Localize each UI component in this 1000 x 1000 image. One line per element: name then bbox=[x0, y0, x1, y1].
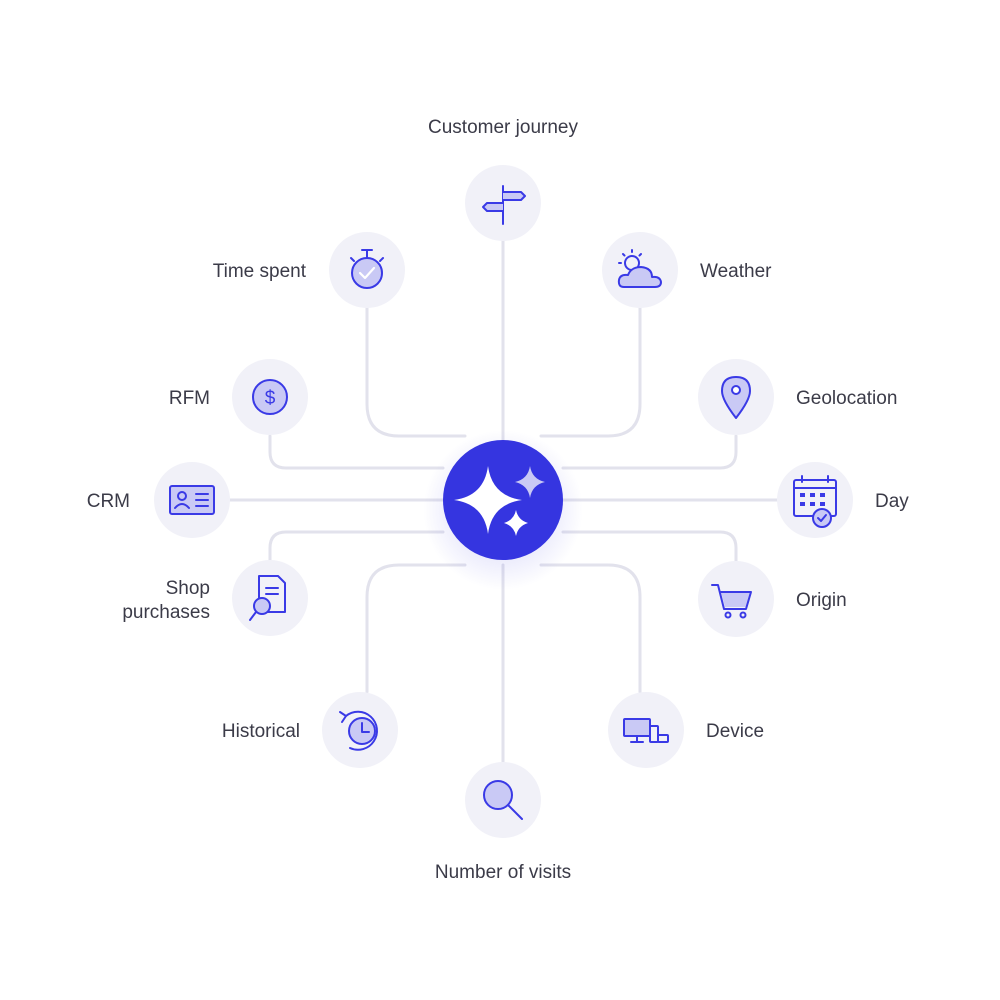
label-rfm: RFM bbox=[169, 388, 210, 409]
label-day: Day bbox=[875, 491, 909, 512]
hub bbox=[423, 430, 583, 590]
node-day: Day bbox=[777, 462, 909, 538]
node-origin: Origin bbox=[698, 561, 847, 637]
label-time-spent: Time spent bbox=[213, 261, 307, 282]
node-weather: Weather bbox=[602, 232, 772, 308]
label-shop-purchases-line2: purchases bbox=[122, 602, 210, 623]
connector-origin bbox=[561, 530, 738, 564]
node-shop-purchases: Shop purchases bbox=[122, 560, 308, 636]
circle-day bbox=[777, 462, 853, 538]
label-device: Device bbox=[706, 721, 764, 742]
cart-icon bbox=[711, 584, 752, 619]
signpost-icon bbox=[482, 185, 526, 225]
id-card-icon bbox=[169, 485, 215, 515]
node-geolocation: Geolocation bbox=[698, 359, 897, 435]
connector-geolocation bbox=[561, 434, 738, 470]
devices-icon bbox=[623, 718, 669, 743]
node-historical: Historical bbox=[222, 692, 398, 768]
node-rfm: RFM $ bbox=[169, 359, 308, 435]
node-device: Device bbox=[608, 692, 764, 768]
history-clock-icon bbox=[339, 710, 378, 751]
dollar-coin-icon: $ bbox=[252, 379, 288, 415]
sparkles-icon bbox=[454, 466, 545, 536]
connector-time-spent bbox=[365, 306, 467, 438]
connector-weather bbox=[539, 306, 642, 438]
node-time-spent: Time spent bbox=[213, 232, 405, 308]
node-crm: CRM bbox=[87, 462, 230, 538]
label-geolocation: Geolocation bbox=[796, 388, 897, 409]
document-search-icon bbox=[249, 575, 286, 621]
calendar-icon bbox=[793, 475, 837, 528]
label-weather: Weather bbox=[700, 261, 772, 282]
magnifier-icon bbox=[483, 780, 523, 820]
connectors bbox=[228, 238, 780, 764]
weather-icon bbox=[617, 249, 662, 288]
label-shop-purchases-line1: Shop bbox=[166, 578, 210, 599]
map-pin-icon bbox=[721, 376, 751, 419]
connector-rfm bbox=[268, 434, 445, 470]
node-number-of-visits: Number of visits bbox=[435, 762, 571, 883]
label-number-of-visits: Number of visits bbox=[435, 862, 571, 883]
connector-device bbox=[539, 563, 642, 694]
stopwatch-icon bbox=[350, 249, 384, 289]
label-crm: CRM bbox=[87, 491, 130, 512]
label-origin: Origin bbox=[796, 590, 847, 611]
label-historical: Historical bbox=[222, 721, 300, 742]
svg-text:$: $ bbox=[265, 388, 276, 409]
label-customer-journey: Customer journey bbox=[428, 117, 578, 138]
connector-shop-purchases bbox=[268, 530, 445, 564]
node-customer-journey: Customer journey bbox=[428, 117, 578, 241]
circle-shop-purchases bbox=[232, 560, 308, 636]
connector-historical bbox=[365, 563, 467, 694]
